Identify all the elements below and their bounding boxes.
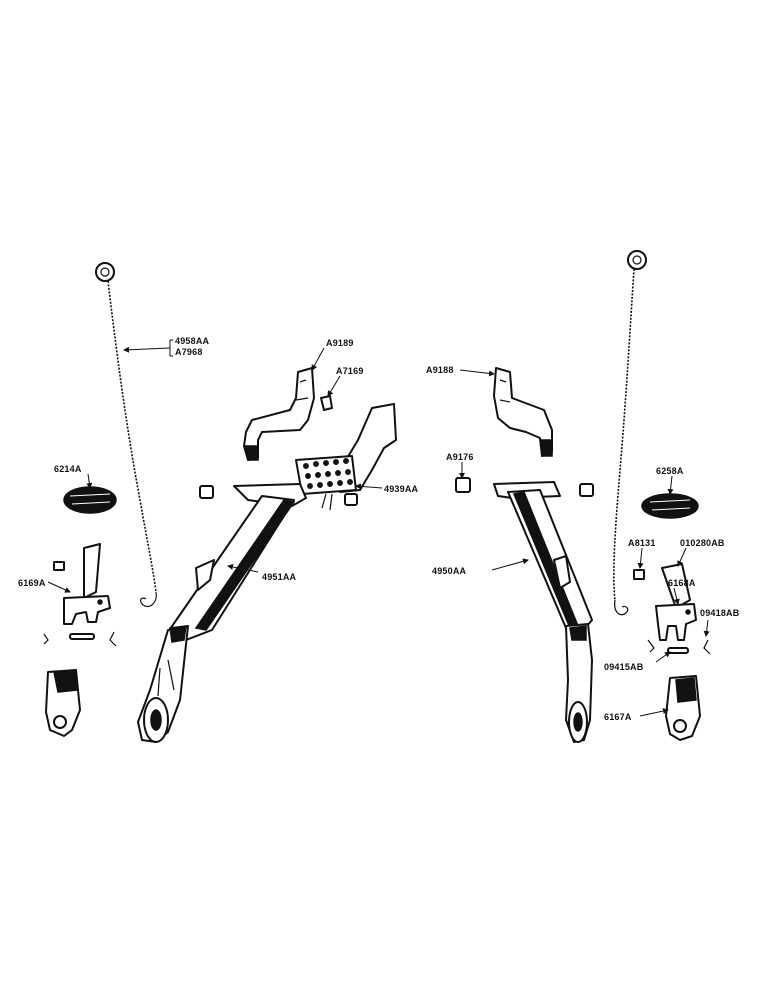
left-pad xyxy=(63,486,117,514)
label-A9188: A9188 xyxy=(426,365,454,375)
label-09415AB: 09415AB xyxy=(604,662,644,672)
left-lower-link xyxy=(137,483,307,743)
left-check-chain xyxy=(95,262,157,608)
label-09418AB: 09418AB xyxy=(700,608,740,618)
right-lower-link xyxy=(493,481,593,743)
label-6167A: 6167A xyxy=(604,712,632,722)
leader-lines xyxy=(47,339,710,717)
label-4939AA: 4939AA xyxy=(384,484,419,494)
step-plate xyxy=(295,403,397,511)
label-4950AA: 4950AA xyxy=(432,566,467,576)
label-A9176: A9176 xyxy=(446,452,474,462)
label-A7169: A7169 xyxy=(336,366,364,376)
small-clip xyxy=(320,395,333,411)
label-6214A: 6214A xyxy=(54,464,82,474)
right-check-chain xyxy=(613,250,647,616)
label-A8131: A8131 xyxy=(628,538,656,548)
right-pad xyxy=(641,493,699,519)
part-labels: 4958AA A7968 A9189 A7169 A9188 A9176 493… xyxy=(18,336,740,722)
label-A9189: A9189 xyxy=(326,338,354,348)
right-bracket xyxy=(493,367,553,457)
spacer-blocks xyxy=(199,477,594,506)
label-6258A: 6258A xyxy=(656,466,684,476)
label-010280AB: 010280AB xyxy=(680,538,725,548)
left-clevis xyxy=(43,543,117,737)
label-4958AA: 4958AA xyxy=(175,336,210,346)
label-6169A: 6169A xyxy=(18,578,46,588)
label-6168A: 6168A xyxy=(668,578,696,588)
right-clevis xyxy=(633,563,711,741)
left-bracket xyxy=(243,367,315,461)
label-4951AA: 4951AA xyxy=(262,572,297,582)
label-A7968: A7968 xyxy=(175,347,203,357)
